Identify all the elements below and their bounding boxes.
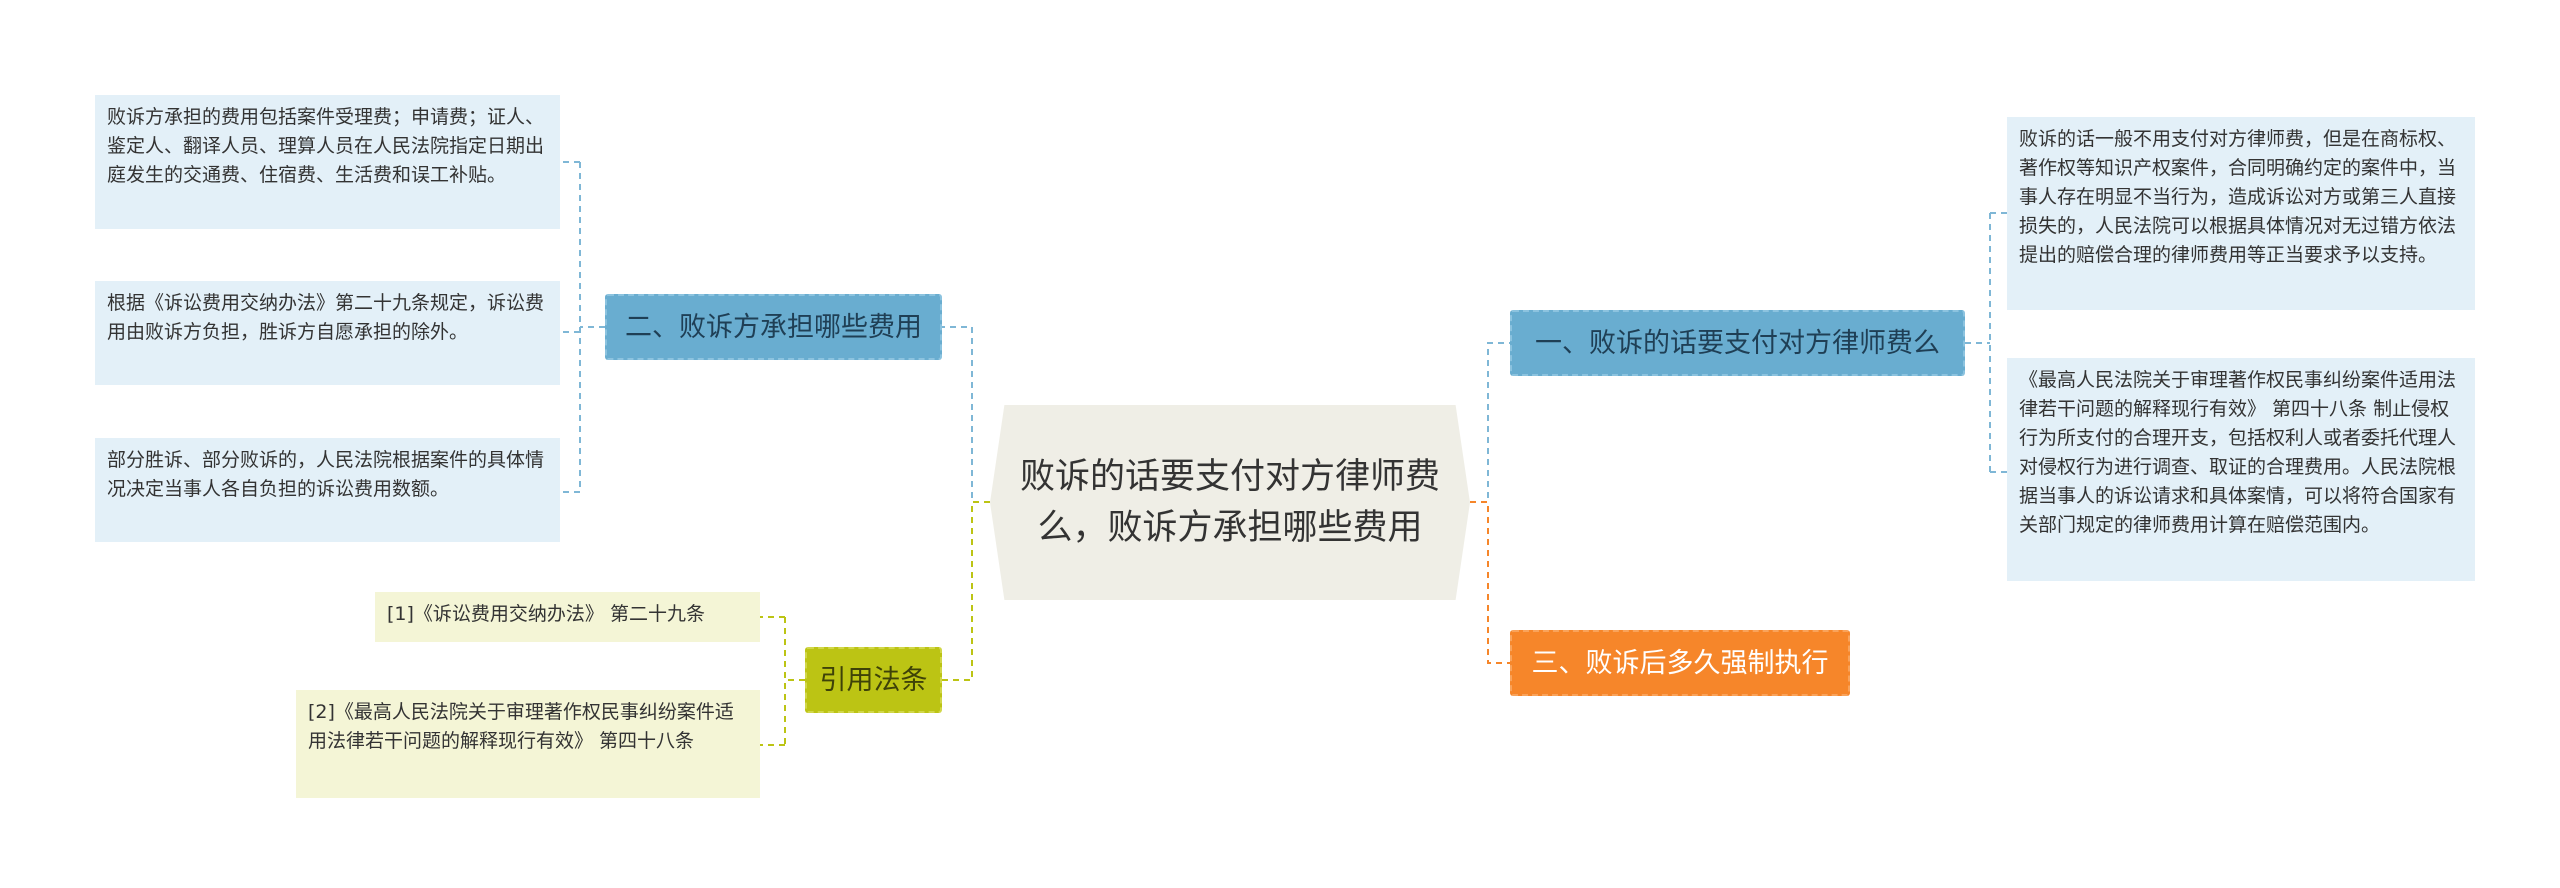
leaf-article-48[interactable]: 《最高人民法院关于审理著作权民事纠纷案件适用法律若干问题的解释现行有效》 第四十… <box>2007 358 2475 581</box>
leaf-citation-1-text: [1]《诉讼费用交纳办法》 第二十九条 <box>387 603 705 625</box>
branch-enforcement[interactable]: 三、败诉后多久强制执行 <box>1510 630 1850 696</box>
link-root-b1 <box>1470 342 1510 503</box>
leaf-costs-list[interactable]: 败诉方承担的费用包括案件受理费；申请费；证人、鉴定人、翻译人员、理算人员在人民法… <box>95 95 560 229</box>
leaf-article-29-text: 根据《诉讼费用交纳办法》第二十九条规定，诉讼费用由败诉方负担，胜诉方自愿承担的除… <box>107 292 545 343</box>
leaf-partial-win-text: 部分胜诉、部分败诉的，人民法院根据案件的具体情况决定当事人各自负担的诉讼费用数额… <box>107 449 545 500</box>
branch-enforcement-label: 三、败诉后多久强制执行 <box>1531 647 1829 679</box>
leaf-citation-1[interactable]: [1]《诉讼费用交纳办法》 第二十九条 <box>375 592 760 642</box>
leaf-article-29[interactable]: 根据《诉讼费用交纳办法》第二十九条规定，诉讼费用由败诉方负担，胜诉方自愿承担的除… <box>95 281 560 385</box>
link-b4-leaves <box>760 616 805 746</box>
leaf-citation-2[interactable]: [2]《最高人民法院关于审理著作权民事纠纷案件适用法律若干问题的解释现行有效》 … <box>296 690 760 798</box>
link-b2-leaves <box>560 161 605 493</box>
leaf-lawyer-fee-rule[interactable]: 败诉的话一般不用支付对方律师费，但是在商标权、著作权等知识产权案件，合同明确约定… <box>2007 117 2475 310</box>
branch-who-pays-label: 二、败诉方承担哪些费用 <box>625 311 922 343</box>
leaf-lawyer-fee-rule-text: 败诉的话一般不用支付对方律师费，但是在商标权、著作权等知识产权案件，合同明确约定… <box>2019 128 2457 266</box>
branch-lawyer-fee-label: 一、败诉的话要支付对方律师费么 <box>1535 327 1940 359</box>
link-b1-leaves <box>1965 212 2007 473</box>
branch-cited-laws[interactable]: 引用法条 <box>805 647 942 713</box>
branch-who-pays[interactable]: 二、败诉方承担哪些费用 <box>605 294 942 360</box>
branch-lawyer-fee[interactable]: 一、败诉的话要支付对方律师费么 <box>1510 310 1965 376</box>
leaf-costs-list-text: 败诉方承担的费用包括案件受理费；申请费；证人、鉴定人、翻译人员、理算人员在人民法… <box>107 106 545 186</box>
link-root-b4 <box>942 501 990 681</box>
root-topic-text: 败诉的话要支付对方律师费么，败诉方承担哪些费用 <box>1019 456 1440 548</box>
leaf-citation-2-text: [2]《最高人民法院关于审理著作权民事纠纷案件适用法律若干问题的解释现行有效》 … <box>308 701 734 752</box>
branch-cited-laws-label: 引用法条 <box>819 664 928 696</box>
leaf-article-48-text: 《最高人民法院关于审理著作权民事纠纷案件适用法律若干问题的解释现行有效》 第四十… <box>2019 369 2457 536</box>
leaf-partial-win[interactable]: 部分胜诉、部分败诉的，人民法院根据案件的具体情况决定当事人各自负担的诉讼费用数额… <box>95 438 560 542</box>
link-root-b2 <box>942 326 990 503</box>
link-root-b3 <box>1470 501 1510 664</box>
root-topic[interactable]: 败诉的话要支付对方律师费么，败诉方承担哪些费用 <box>990 405 1470 600</box>
